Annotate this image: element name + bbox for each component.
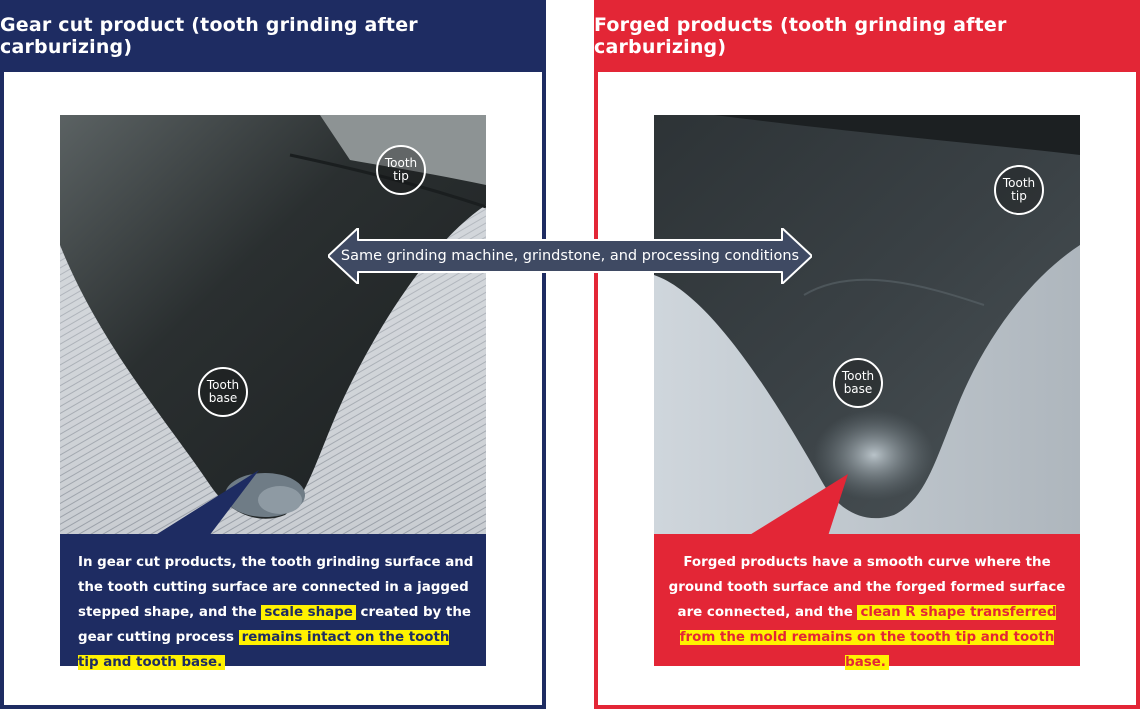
forged-text-1: Forged products have a smooth curve wher… — [668, 555, 1066, 620]
forged-tooth-tip-label-1: Tooth — [1002, 176, 1036, 190]
gear-cut-callout-pointer — [154, 470, 259, 536]
double-arrow-icon — [328, 228, 812, 284]
gear-cut-text-1: In gear cut products, the tooth grinding… — [78, 555, 474, 620]
tooth-base-label-1: Tooth — [206, 378, 240, 392]
forged-title: Forged products (tooth grinding after ca… — [594, 0, 1140, 72]
forged-tooth-base-marker: Tooth base — [833, 358, 883, 408]
forged-tooth-tip-label-2: tip — [1011, 189, 1027, 203]
forged-tooth-base-label-1: Tooth — [841, 369, 875, 383]
gear-cut-panel: Gear cut product (tooth grinding after c… — [0, 0, 546, 709]
forged-panel: Forged products (tooth grinding after ca… — [594, 0, 1140, 709]
forged-callout-pointer — [748, 474, 848, 536]
tooth-tip-label-1: Tooth — [384, 156, 418, 170]
tooth-base-label-2: base — [208, 391, 238, 405]
tooth-base-marker: Tooth base — [198, 367, 248, 417]
forged-tooth-tip-marker: Tooth tip — [994, 165, 1044, 215]
gear-cut-description: In gear cut products, the tooth grinding… — [60, 534, 486, 670]
forged-description: Forged products have a smooth curve wher… — [654, 534, 1080, 670]
gear-cut-highlight-1: scale shape — [261, 605, 356, 620]
gear-cut-title: Gear cut product (tooth grinding after c… — [0, 0, 546, 72]
tooth-tip-label-2: tip — [393, 169, 409, 183]
forged-tooth-base-label-2: base — [843, 382, 873, 396]
gear-cut-text-2: created by the gear cutting process — [78, 605, 471, 645]
tooth-tip-marker: Tooth tip — [376, 145, 426, 195]
comparison-conditions-label: Same grinding machine, grindstone, and p… — [340, 248, 800, 264]
